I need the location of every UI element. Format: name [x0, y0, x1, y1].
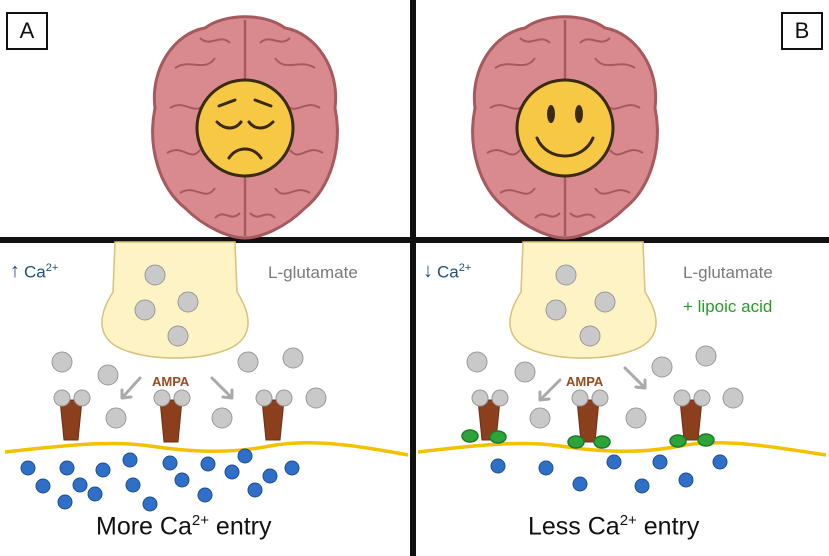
lipoic-acid-molecule — [461, 429, 715, 449]
happy-face-icon — [515, 78, 615, 178]
ampa-receptor — [477, 399, 703, 443]
glutamate-label-a: L-glutamate — [268, 263, 358, 282]
membrane-b — [417, 440, 827, 457]
up-arrow-icon: ↑ — [10, 260, 20, 282]
brain-b — [471, 15, 659, 240]
glutamate-molecule — [466, 264, 744, 429]
calcium-ion — [20, 448, 300, 512]
calcium-increase-label: ↑ Ca2+ — [10, 260, 59, 282]
entry-caption-b: Less Ca2+ entry — [528, 512, 700, 541]
down-arrow-icon: ↓ — [423, 260, 433, 282]
glutamate-molecule — [51, 264, 327, 429]
sad-face-icon — [195, 78, 295, 178]
brain-a — [151, 15, 339, 240]
ampa-label-b: AMPA — [566, 374, 604, 389]
glutamate-label-b: L-glutamate — [683, 263, 773, 282]
ampa-label-a: AMPA — [152, 374, 190, 389]
entry-caption-a: More Ca2+ entry — [96, 512, 272, 541]
synapse-b — [417, 241, 827, 494]
panel-b-label: B — [781, 12, 823, 50]
panel-a-label: A — [6, 12, 48, 50]
calcium-decrease-label: ↓ Ca2+ — [423, 260, 472, 282]
vertical-divider — [410, 0, 416, 556]
lipoic-acid-label: + lipoic acid — [683, 297, 773, 316]
membrane-a — [4, 441, 409, 457]
calcium-ion — [490, 454, 728, 494]
horizontal-divider — [0, 237, 829, 243]
ampa-receptor — [59, 399, 285, 443]
synapse-a — [4, 241, 409, 512]
